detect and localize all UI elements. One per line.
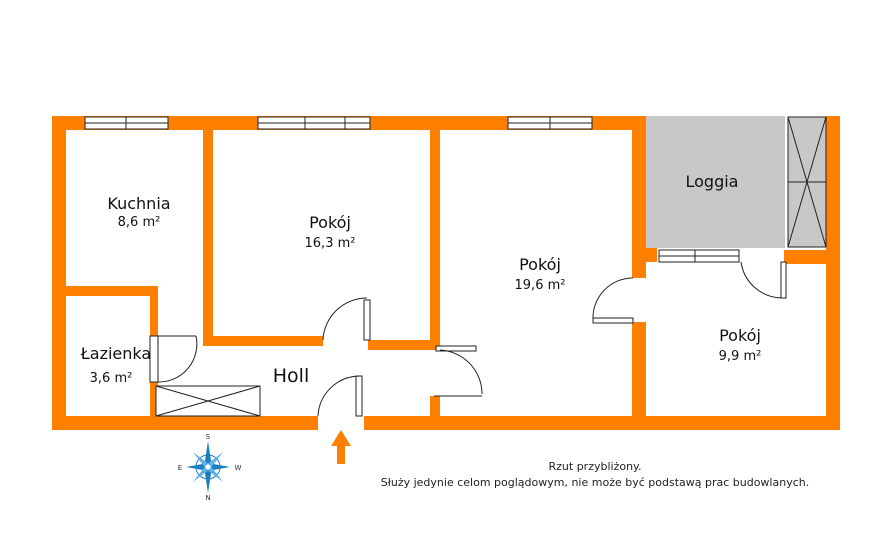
room-label-kuchnia: Kuchnia — [107, 194, 170, 213]
window-kitchen — [84, 116, 169, 130]
room-label-pokoj-1: Pokój — [309, 213, 351, 232]
outer-wall-right — [826, 248, 840, 430]
wall-bathroom-right-upper — [150, 286, 158, 336]
room-label-pokoj-2: Pokój — [519, 255, 561, 274]
wall-room1-room2 — [430, 130, 440, 350]
room-label-pokoj-3: Pokój — [719, 326, 761, 345]
loggia-area — [645, 116, 785, 248]
door-room2 — [434, 345, 483, 397]
outer-wall-left — [52, 116, 66, 430]
wall-room2-room3-lower — [632, 322, 646, 430]
room-area-pokoj-3: 9,9 m² — [719, 349, 762, 364]
wall-room1-bottom-right — [368, 340, 440, 350]
windows — [84, 116, 740, 263]
wall-room2-room3-upper — [632, 116, 646, 278]
room-area-lazienka: 3,6 m² — [90, 371, 133, 386]
hall-wardrobe — [155, 385, 261, 417]
wall-bathroom-right-lower — [150, 382, 158, 430]
loggia-rail-right — [826, 116, 840, 264]
entrance-arrow-icon — [331, 430, 351, 464]
room-label-lazienka: Łazienka — [80, 344, 151, 363]
walls — [52, 116, 840, 430]
door-bathroom — [149, 335, 198, 383]
compass-rose-icon: S N E W — [178, 433, 242, 502]
outer-wall-bottom-left — [52, 416, 318, 430]
room-area-pokoj-1: 16,3 m² — [305, 236, 356, 251]
wall-kitchen-room1 — [203, 130, 213, 340]
room-area-kuchnia: 8,6 m² — [118, 215, 161, 230]
wall-room2-holl-stub — [430, 396, 440, 418]
room-label-loggia: Loggia — [686, 172, 739, 191]
window-room1 — [257, 116, 371, 130]
loggia-bottom-wall-right — [784, 250, 840, 264]
wall-room1-bottom-left — [203, 336, 323, 346]
door-room1 — [322, 297, 371, 341]
window-room2 — [507, 116, 593, 130]
window-loggia — [658, 249, 740, 263]
outer-wall-bottom-right — [364, 416, 840, 430]
doors — [149, 261, 787, 417]
compass-letter-s: S — [206, 433, 211, 441]
door-room3 — [592, 277, 634, 324]
loggia-bottom-wall — [645, 248, 657, 262]
room-area-pokoj-2: 19,6 m² — [515, 278, 566, 293]
room-label-holl: Holl — [273, 365, 309, 387]
compass-letter-n: N — [205, 494, 210, 502]
compass-letter-w: W — [235, 464, 242, 472]
wall-kitchen-bottom — [52, 286, 158, 296]
disclaimer-line-2: Służy jedynie celom poglądowym, nie może… — [380, 476, 810, 489]
door-entrance — [317, 375, 363, 417]
compass-letter-e: E — [178, 464, 182, 472]
loggia-cabinet — [787, 116, 827, 248]
door-loggia — [740, 261, 787, 299]
disclaimer-line-1: Rzut przybliżony. — [548, 460, 642, 473]
